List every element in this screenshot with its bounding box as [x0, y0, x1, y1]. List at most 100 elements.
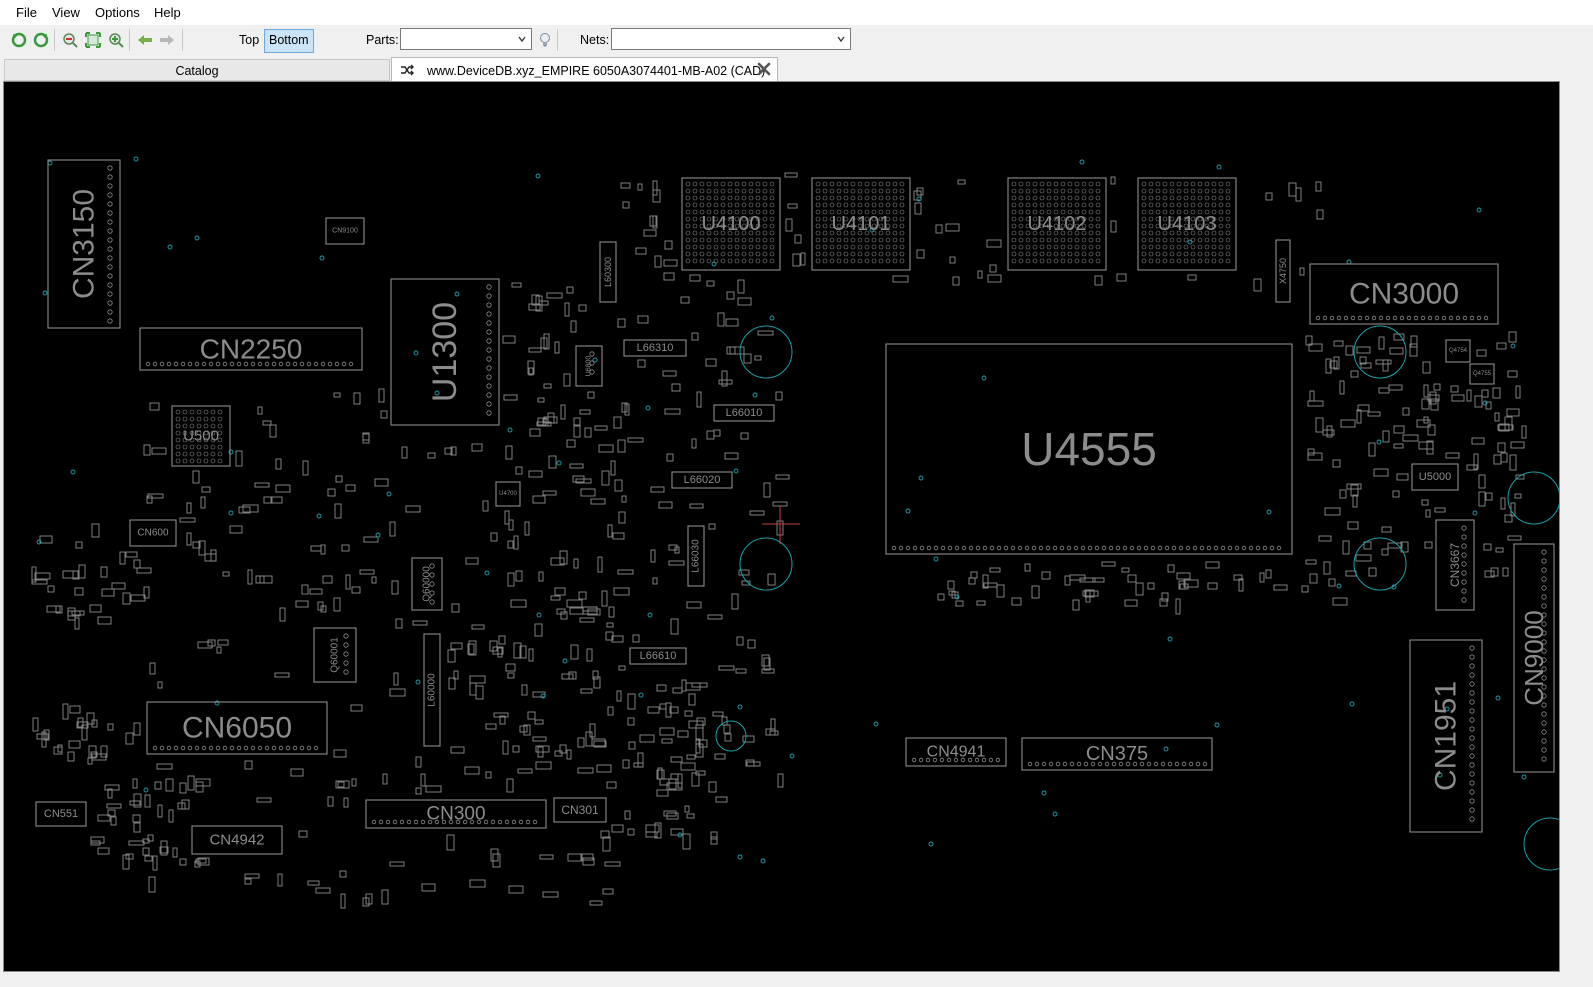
passive-component[interactable]	[573, 425, 581, 438]
passive-component[interactable]	[1478, 474, 1486, 489]
passive-component[interactable]	[201, 486, 211, 493]
passive-component[interactable]	[327, 488, 336, 497]
passive-component[interactable]	[1085, 589, 1091, 603]
passive-component[interactable]	[686, 601, 702, 609]
passive-component[interactable]	[668, 778, 677, 790]
passive-component[interactable]	[677, 773, 683, 789]
passive-component[interactable]	[490, 848, 499, 862]
passive-component[interactable]	[255, 575, 265, 584]
passive-component[interactable]	[469, 682, 477, 696]
passive-component[interactable]	[537, 746, 544, 758]
passive-component[interactable]	[527, 360, 535, 375]
passive-component[interactable]	[914, 202, 922, 215]
passive-component[interactable]	[146, 495, 153, 504]
parts-combo[interactable]	[400, 28, 532, 50]
passive-component[interactable]	[359, 569, 375, 575]
passive-component[interactable]	[1323, 561, 1331, 575]
passive-component[interactable]	[395, 618, 403, 629]
passive-component[interactable]	[654, 255, 662, 268]
passive-component[interactable]	[1079, 577, 1096, 583]
passive-component[interactable]	[1378, 336, 1385, 350]
passive-component[interactable]	[1515, 385, 1521, 399]
passive-component[interactable]	[340, 893, 346, 909]
passive-component[interactable]	[242, 504, 259, 513]
passive-component[interactable]	[705, 358, 717, 367]
passive-component[interactable]	[91, 753, 107, 761]
passive-component[interactable]	[712, 711, 724, 717]
passive-component[interactable]	[1368, 442, 1376, 457]
passive-component[interactable]	[493, 712, 509, 718]
passive-component[interactable]	[560, 611, 568, 620]
passive-component[interactable]	[106, 803, 122, 809]
passive-component[interactable]	[527, 711, 536, 720]
passive-component[interactable]	[1473, 453, 1479, 470]
passive-component[interactable]	[652, 577, 658, 585]
passive-component[interactable]	[680, 296, 690, 304]
passive-component[interactable]	[532, 495, 546, 504]
passive-component[interactable]	[761, 668, 775, 674]
passive-component[interactable]	[706, 430, 715, 440]
passive-component[interactable]	[152, 855, 158, 871]
passive-component[interactable]	[91, 523, 100, 538]
passive-component[interactable]	[1373, 468, 1389, 477]
passive-component[interactable]	[637, 183, 643, 191]
passive-component[interactable]	[663, 810, 677, 817]
passive-component[interactable]	[1502, 567, 1509, 577]
passive-component[interactable]	[689, 274, 701, 282]
passive-component[interactable]	[594, 425, 608, 431]
component-l66030[interactable]: L66030	[687, 525, 705, 587]
passive-component[interactable]	[508, 885, 524, 894]
passive-component[interactable]	[154, 781, 162, 790]
passive-component[interactable]	[1485, 401, 1492, 410]
passive-component[interactable]	[302, 460, 309, 476]
passive-component[interactable]	[601, 590, 608, 607]
passive-component[interactable]	[606, 781, 617, 789]
passive-component[interactable]	[775, 391, 783, 401]
passive-component[interactable]	[1418, 441, 1434, 450]
passive-component[interactable]	[279, 607, 286, 622]
passive-component[interactable]	[617, 439, 626, 453]
passive-component[interactable]	[682, 833, 691, 850]
passive-component[interactable]	[502, 740, 509, 755]
passive-component[interactable]	[1259, 572, 1265, 583]
component-cn6050[interactable]: CN6050	[146, 701, 328, 755]
passive-component[interactable]	[1233, 574, 1243, 581]
passive-component[interactable]	[521, 684, 528, 696]
passive-component[interactable]	[523, 724, 531, 736]
passive-component[interactable]	[633, 762, 644, 768]
passive-component[interactable]	[187, 775, 195, 791]
passive-component[interactable]	[1388, 384, 1403, 391]
passive-component[interactable]	[691, 332, 699, 341]
passive-component[interactable]	[654, 822, 662, 839]
passive-component[interactable]	[492, 853, 501, 868]
passive-component[interactable]	[62, 570, 79, 579]
passive-component[interactable]	[688, 693, 696, 706]
component-cn2250[interactable]: CN2250	[139, 327, 363, 371]
passive-component[interactable]	[192, 470, 200, 484]
passive-component[interactable]	[1492, 387, 1501, 399]
passive-component[interactable]	[578, 304, 587, 312]
passive-component[interactable]	[628, 741, 636, 750]
passive-component[interactable]	[1521, 425, 1527, 439]
passive-component[interactable]	[952, 276, 960, 286]
passive-component[interactable]	[659, 727, 675, 736]
passive-component[interactable]	[542, 891, 559, 898]
passive-component[interactable]	[529, 428, 541, 437]
passive-component[interactable]	[560, 404, 566, 420]
passive-component[interactable]	[1318, 535, 1332, 542]
passive-component[interactable]	[143, 444, 151, 456]
passive-component[interactable]	[538, 300, 549, 306]
passive-component[interactable]	[335, 780, 350, 789]
passive-component[interactable]	[160, 840, 168, 856]
passive-component[interactable]	[165, 778, 174, 792]
passive-component[interactable]	[596, 764, 612, 773]
passive-component[interactable]	[371, 576, 377, 584]
passive-component[interactable]	[510, 599, 527, 608]
passive-component[interactable]	[763, 657, 771, 671]
passive-component[interactable]	[707, 614, 723, 620]
passive-component[interactable]	[172, 847, 178, 858]
passive-component[interactable]	[1493, 454, 1502, 465]
passive-component[interactable]	[616, 690, 622, 702]
passive-component[interactable]	[584, 427, 592, 438]
